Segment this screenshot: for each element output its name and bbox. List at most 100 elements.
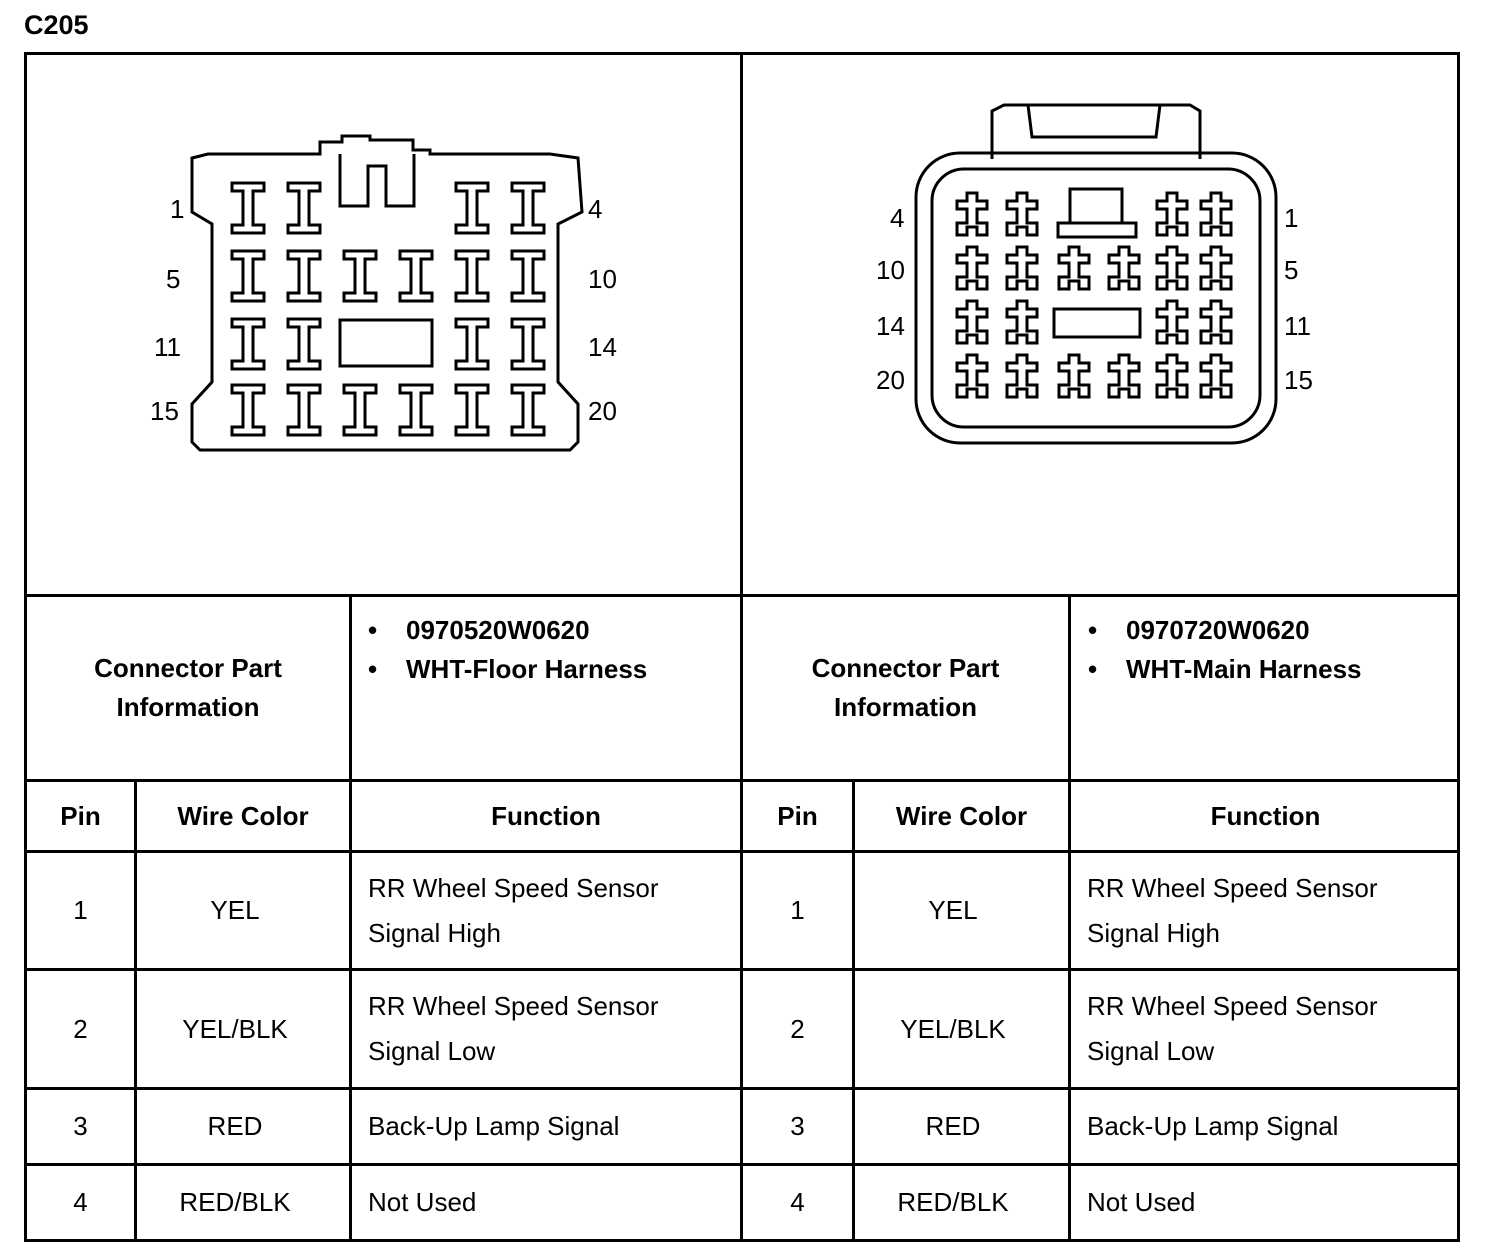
wire-color-cell: YEL/BLK (182, 1013, 288, 1044)
wire-color-cell: YEL/BLK (900, 1013, 1006, 1044)
right-connector-diagram: 4 1 10 5 14 11 20 15 (876, 103, 1313, 445)
pin-label: 1 (1284, 203, 1298, 233)
pin-cavity (398, 249, 434, 303)
pin-cell: 3 (790, 1111, 805, 1141)
pin-label: 1 (170, 194, 184, 224)
part-description: WHT-Main Harness (1126, 654, 1362, 684)
function-line: RR Wheel Speed Sensor (1087, 872, 1378, 903)
part-info-heading-text: Connector Part Information (811, 653, 1000, 722)
pin-cavity (454, 317, 490, 371)
pin-cavity (955, 245, 989, 291)
part-info-heading-right: Connector Part Information (743, 597, 1068, 779)
pin-cell: 3 (73, 1111, 88, 1141)
function-cell: Not Used (368, 1187, 477, 1217)
pin-cell: 4 (790, 1187, 805, 1217)
pin-cavity (1057, 353, 1091, 399)
left-pin-cavities (230, 181, 546, 437)
pin-label: 4 (890, 203, 904, 233)
left-connector-outline (190, 134, 584, 452)
function-cell: Back-Up Lamp Signal (368, 1111, 620, 1141)
pin-cell: 1 (73, 895, 88, 925)
pin-cavity (1199, 299, 1233, 345)
divider-row2 (24, 1087, 1460, 1090)
divider-pin-left (134, 779, 137, 1242)
function-line: Signal Low (1087, 1036, 1215, 1066)
pin-cavity (1155, 191, 1189, 237)
pin-cavity (955, 353, 989, 399)
right-connector-tab (990, 103, 1202, 159)
bullet-icon: • (1088, 654, 1098, 684)
pin-cavity (286, 317, 322, 371)
pin-cavity (1005, 353, 1039, 399)
pin-cavity (955, 191, 989, 237)
pin-cavity (342, 383, 378, 437)
function-line: Signal High (368, 917, 501, 948)
pin-cell: 2 (790, 1013, 805, 1044)
divider-row1 (24, 968, 1460, 971)
left-blank-cavity (338, 318, 434, 368)
pin-label: 15 (150, 396, 179, 426)
pin-cavity (1107, 353, 1141, 399)
part-info-details-right: •0970720W0620 •WHT-Main Harness (1088, 611, 1362, 689)
right-connector-outer (914, 151, 1278, 445)
part-number: 0970520W0620 (406, 615, 590, 645)
wire-color-cell: YEL (210, 895, 260, 925)
column-header-function: Function (491, 800, 601, 831)
pin-cavity (1005, 191, 1039, 237)
right-connector-inner (930, 167, 1262, 429)
function-cell: Not Used (1087, 1187, 1196, 1217)
part-number: 0970720W0620 (1126, 615, 1310, 645)
right-latch-post (1068, 187, 1124, 223)
function-cell: RR Wheel Speed Sensor Signal Low (352, 971, 740, 1087)
pin-cavity (510, 317, 546, 371)
pin-label: 5 (166, 264, 180, 294)
pin-label: 11 (154, 332, 181, 362)
pin-cavity (230, 249, 266, 303)
pin-cavity (230, 383, 266, 437)
divider-partinfo-bottom (24, 779, 1460, 782)
divider-partinfo-right (1068, 594, 1071, 1242)
function-cell: RR Wheel Speed Sensor Signal Low (1071, 971, 1460, 1087)
function-line: Signal High (1087, 917, 1220, 948)
pin-cavity (1107, 245, 1141, 291)
pin-cavity (1005, 245, 1039, 291)
right-blank-cavity (1052, 307, 1142, 339)
pin-label: 14 (876, 311, 905, 341)
connector-id: C205 (24, 10, 89, 40)
pin-label: 15 (1284, 365, 1313, 395)
pin-cell: 2 (73, 1013, 88, 1044)
divider-header-bottom (24, 850, 1460, 853)
pin-cavity (454, 249, 490, 303)
divider-pin-right (852, 779, 855, 1242)
part-info-heading-text: Connector Part Information (94, 653, 282, 722)
column-header-pin: Pin (60, 800, 101, 831)
pin-cavity (1199, 191, 1233, 237)
function-line: RR Wheel Speed Sensor (368, 991, 659, 1021)
function-cell: RR Wheel Speed Sensor Signal High (352, 853, 740, 968)
function-cell: RR Wheel Speed Sensor Signal High (1071, 853, 1460, 968)
pin-cavity (510, 181, 546, 235)
wire-color-cell: YEL (928, 895, 978, 925)
pin-cavity (1155, 245, 1189, 291)
function-line: RR Wheel Speed Sensor (368, 872, 659, 903)
pin-cavity (342, 249, 378, 303)
pin-cell: 1 (790, 895, 805, 925)
pin-cavity (1199, 353, 1233, 399)
wire-color-cell: RED (207, 1111, 263, 1141)
right-pin-cavities (955, 191, 1233, 399)
bullet-icon: • (368, 654, 378, 684)
pin-cell: 4 (73, 1187, 88, 1217)
function-cell: Back-Up Lamp Signal (1087, 1111, 1339, 1141)
pin-cavity (454, 383, 490, 437)
divider-diagram-bottom (24, 594, 1460, 597)
wire-color-cell: RED/BLK (179, 1187, 291, 1217)
column-header-pin: Pin (777, 800, 818, 831)
pin-cavity (510, 383, 546, 437)
center-divider (740, 52, 743, 1242)
column-header-wire-color: Wire Color (895, 800, 1028, 831)
pin-cavity (1155, 299, 1189, 345)
wire-color-cell: RED (925, 1111, 981, 1141)
pin-cavity (1057, 245, 1091, 291)
pin-cavity (454, 181, 490, 235)
part-info-details-left: •0970520W0620 •WHT-Floor Harness (368, 611, 647, 689)
